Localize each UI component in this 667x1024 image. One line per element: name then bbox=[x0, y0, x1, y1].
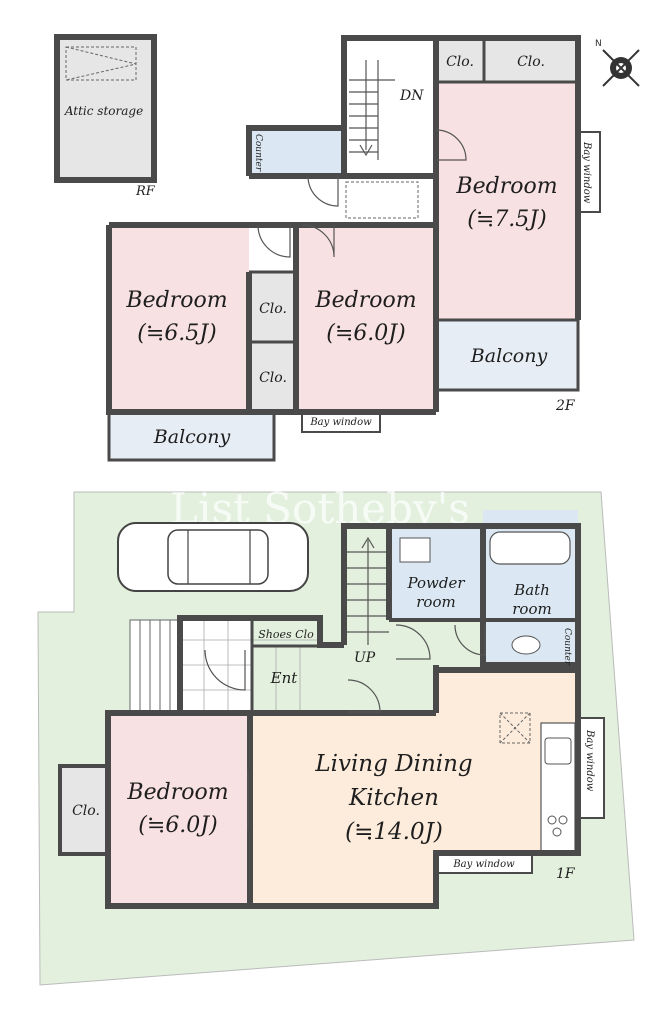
floor-label-2f: 2F bbox=[555, 398, 576, 414]
shoes-closet-label: Shoes Clo bbox=[258, 628, 314, 641]
walls-2f bbox=[106, 35, 581, 415]
bay-window-2f-bottom-label: Bay window bbox=[309, 417, 372, 428]
floor-label-rf: RF bbox=[135, 184, 156, 199]
stairs-1f-label: UP bbox=[354, 650, 376, 666]
closet-1f-label: Clo. bbox=[72, 803, 100, 819]
balcony-2f-left bbox=[107, 410, 276, 462]
bedroom-2f-right bbox=[436, 82, 578, 320]
bath-room-label-1: Bath bbox=[513, 581, 550, 599]
bedroom-2f-mid bbox=[296, 225, 436, 412]
entry-steps bbox=[129, 619, 181, 714]
bedroom-1f-size: (≒6.0J) bbox=[138, 813, 217, 838]
entrance-tiles bbox=[180, 618, 252, 713]
balcony-2f-right bbox=[434, 318, 580, 392]
walls-1f bbox=[105, 523, 581, 909]
closet-2f-c bbox=[249, 272, 296, 342]
bay-window-1f-side bbox=[577, 717, 605, 819]
compass-icon: N bbox=[595, 39, 640, 87]
attic-storage bbox=[54, 34, 157, 183]
closet-2f-b-label: Clo. bbox=[517, 54, 545, 70]
toilet-2f bbox=[249, 128, 344, 176]
balcony-2f-left-label: Balcony bbox=[153, 426, 231, 448]
balcony-2f-right-label: Balcony bbox=[470, 345, 548, 367]
closet-2f-b bbox=[484, 38, 578, 82]
floor-label-1f: 1F bbox=[556, 866, 576, 882]
bedroom-2f-left bbox=[109, 225, 249, 412]
bedroom-1f bbox=[108, 713, 250, 906]
bay-window-1f-bottom-label: Bay window bbox=[452, 859, 515, 870]
bedroom-2f-right-name: Bedroom bbox=[455, 174, 557, 199]
closet-2f-c-label: Clo. bbox=[259, 301, 287, 317]
stairs-1f bbox=[347, 536, 389, 645]
bedroom-2f-mid-name: Bedroom bbox=[314, 288, 416, 313]
powder-room-label-1: Powder bbox=[406, 574, 465, 592]
bedroom-2f-left-name: Bedroom bbox=[125, 288, 227, 313]
attic-label: Attic storage bbox=[64, 104, 143, 118]
ldk bbox=[250, 670, 578, 906]
car-icon bbox=[117, 522, 309, 592]
bay-window-1f-side-label: Bay window bbox=[584, 729, 595, 792]
bay-window-2f-right-label: Bay window bbox=[581, 141, 592, 204]
closet-2f-a-label: Clo. bbox=[446, 54, 474, 70]
svg-text:N: N bbox=[595, 39, 602, 49]
entrance-label: Ent bbox=[270, 669, 299, 687]
bedroom-2f-left-size: (≒6.5J) bbox=[137, 321, 216, 346]
powder-room-label-2: room bbox=[416, 593, 455, 611]
counter-1f-label: Counter bbox=[562, 628, 572, 666]
stairs-2f bbox=[349, 60, 395, 160]
closet-2f-d-label: Clo. bbox=[259, 370, 287, 386]
bedroom-2f-right-size: (≒7.5J) bbox=[467, 207, 546, 232]
ldk-label-1: Living Dining bbox=[314, 751, 472, 777]
closet-2f-d bbox=[249, 342, 296, 412]
counter-2f-label: Counter bbox=[253, 134, 263, 172]
ldk-size: (≒14.0J) bbox=[345, 819, 443, 845]
stairs-2f-label: DN bbox=[399, 88, 424, 104]
bedroom-1f-name: Bedroom bbox=[126, 780, 228, 805]
bath-room-label-2: room bbox=[512, 600, 551, 618]
closet-2f-a bbox=[436, 38, 484, 82]
ldk-label-2: Kitchen bbox=[348, 785, 439, 811]
bedroom-2f-mid-size: (≒6.0J) bbox=[326, 321, 405, 346]
